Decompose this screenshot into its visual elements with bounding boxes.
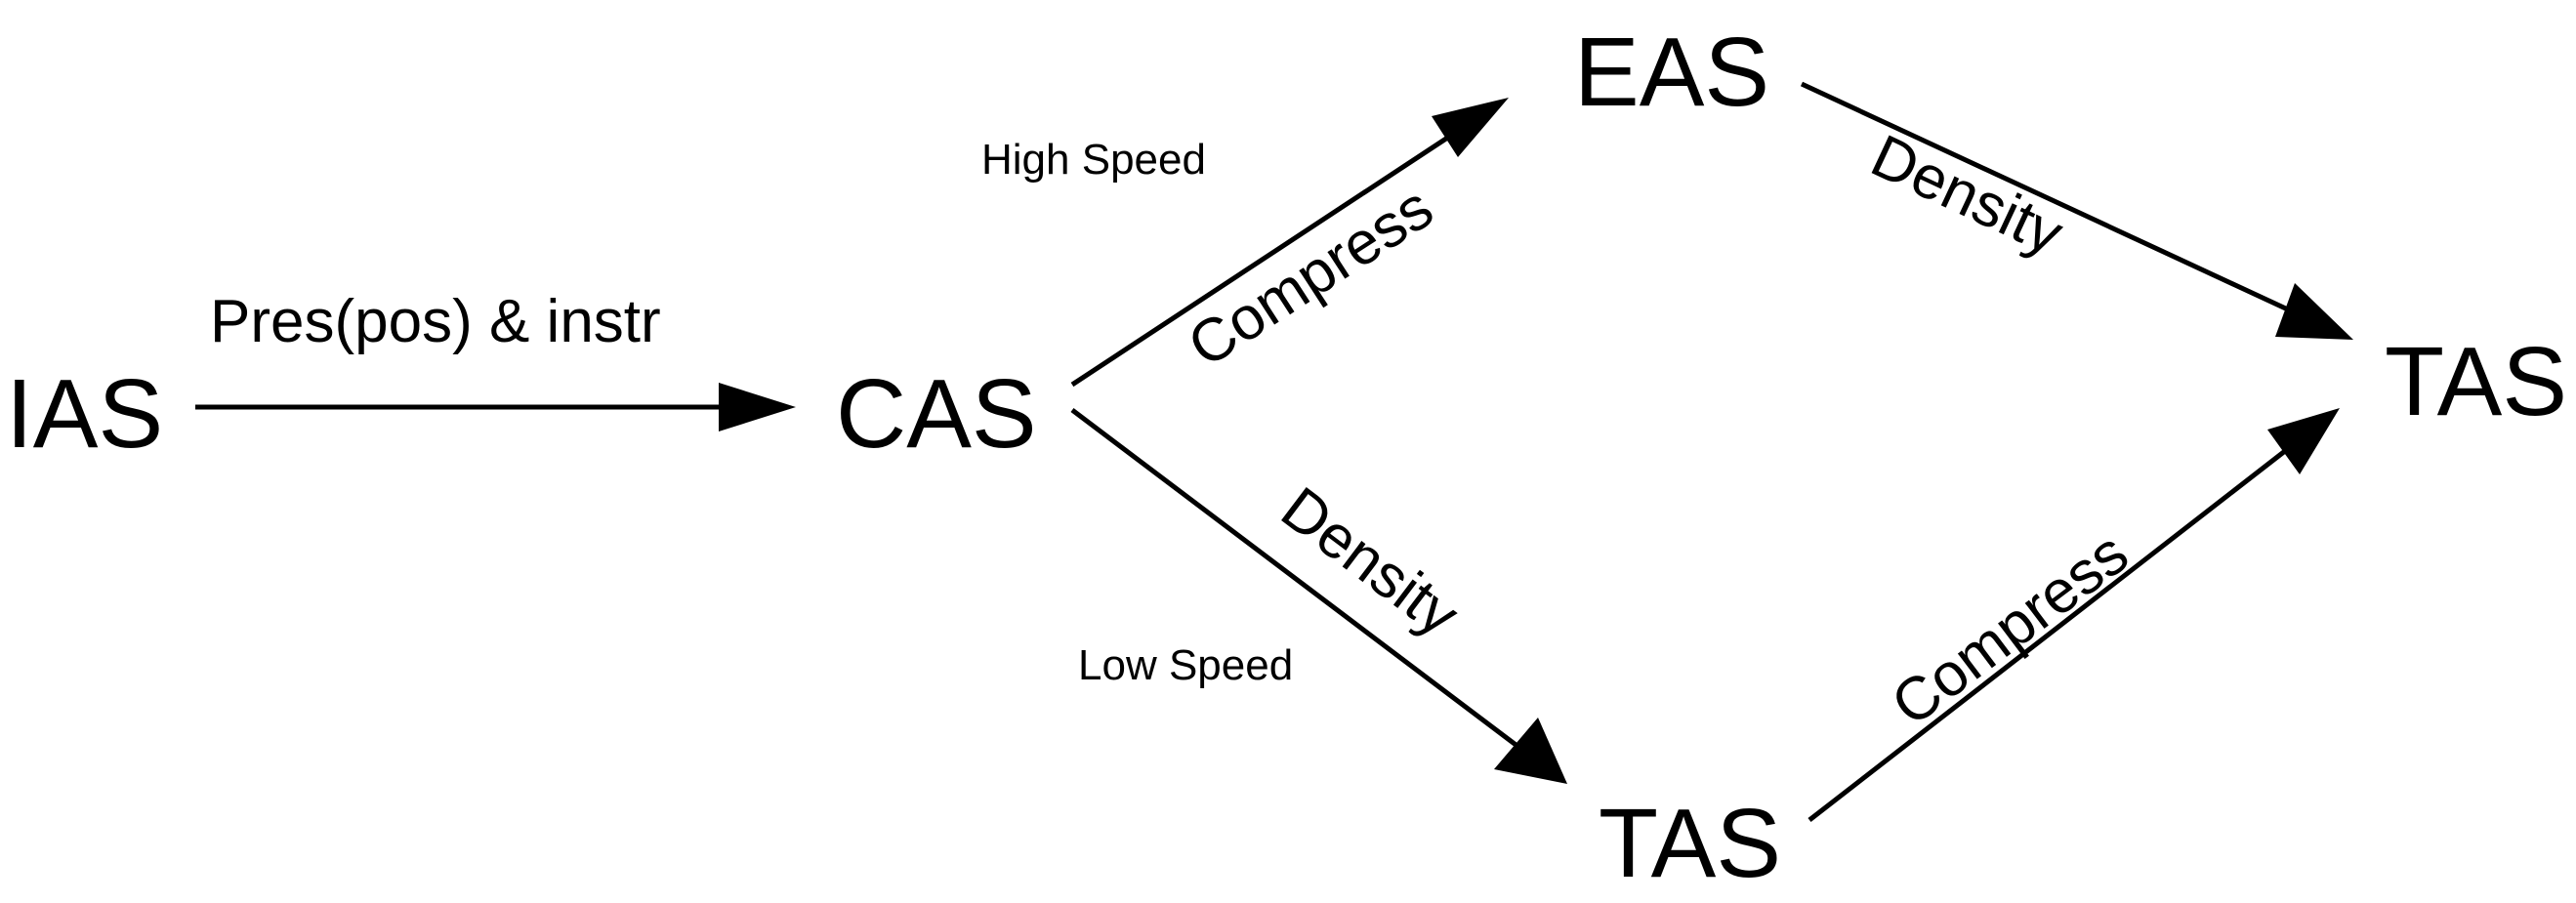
edge-cas-tas-low [1070, 408, 1567, 784]
edge-label-tas-low-tas: Compress [1880, 519, 2140, 739]
edge-label-cas-eas: Compress [1177, 174, 1445, 381]
edge-cas-eas-arrowhead [1432, 98, 1509, 157]
edge-cas-tas-low-arrowhead [1494, 718, 1567, 784]
branch-label-high-speed: High Speed [981, 136, 1206, 184]
edge-tas-low-tas-arrowhead [2267, 408, 2340, 474]
node-cas: CAS [836, 359, 1037, 469]
node-ias: IAS [6, 359, 163, 469]
edge-tas-low-tas [1807, 408, 2340, 822]
edge-label-eas-tas: Density [1861, 122, 2073, 268]
edge-label-ias-cas: Pres(pos) & instr [210, 288, 661, 355]
edge-cas-eas-line [1070, 130, 1457, 388]
edge-eas-tas-line [1800, 81, 2292, 313]
edge-cas-tas-low-line [1070, 408, 1520, 749]
edge-ias-cas-arrowhead [719, 383, 796, 431]
node-eas: EAS [1574, 18, 1769, 127]
edge-tas-low-tas-line [1807, 449, 2287, 822]
edge-ias-cas [195, 383, 796, 431]
edge-eas-tas [1800, 81, 2353, 340]
branch-label-low-speed: Low Speed [1078, 641, 1293, 689]
edge-eas-tas-arrowhead [2275, 283, 2353, 340]
edge-cas-eas [1070, 98, 1509, 388]
edge-label-cas-tas-low: Density [1269, 474, 1472, 650]
node-tas-low: TAS [1599, 789, 1781, 898]
node-tas-final: TAS [2385, 327, 2567, 436]
